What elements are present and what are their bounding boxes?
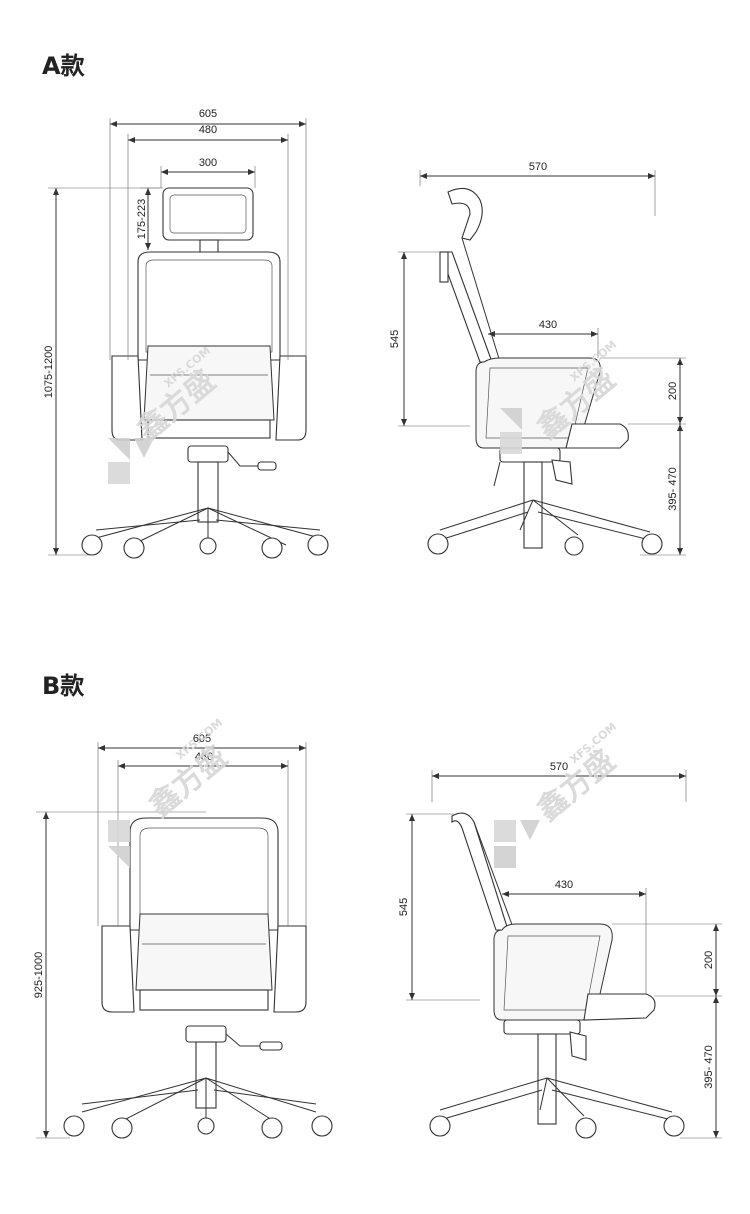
b-front-width-605: 605 [193,733,211,745]
a-side-depth-570: 570 [529,161,547,173]
a-side-arm-height-200: 200 [667,382,679,400]
a-side-seat-height: 395- 470 [667,467,679,510]
watermark-logo-4: 鑫方盛 XFS.COM [494,720,622,868]
a-headrest-width-300: 300 [199,157,217,169]
a-side-dimensions: 570 430 545 200 395- 470 [389,161,686,556]
section-a-title: A款 [42,52,85,80]
a-front-dimensions: 605 480 300 175-223 1075-1200 [43,108,307,556]
a-front-width-605: 605 [199,108,217,120]
b-side-arm-height-200: 200 [703,951,715,969]
b-side-depth-570: 570 [550,761,568,773]
a-headrest-adjust: 175-223 [136,199,148,239]
section-b-title: B款 [42,672,85,700]
b-total-height: 925-1000 [33,952,45,999]
b-side-back-height-545: 545 [398,898,410,916]
a-side-back-height-545: 545 [389,330,401,348]
b-front-width-480: 480 [195,751,213,763]
a-side-seat-depth-430: 430 [539,319,557,331]
a-front-width-480: 480 [199,124,217,136]
b-front-dimensions: 605 480 925-1000 [33,733,307,1139]
b-side-chair [429,812,685,1139]
b-front-chair [63,817,333,1139]
a-total-height: 1075-1200 [43,346,55,399]
b-side-seat-depth-430: 430 [555,879,573,891]
a-side-chair [427,187,663,556]
b-side-dimensions: 570 430 545 200 395- 470 [398,761,722,1139]
b-side-seat-height: 395- 470 [703,1045,715,1088]
